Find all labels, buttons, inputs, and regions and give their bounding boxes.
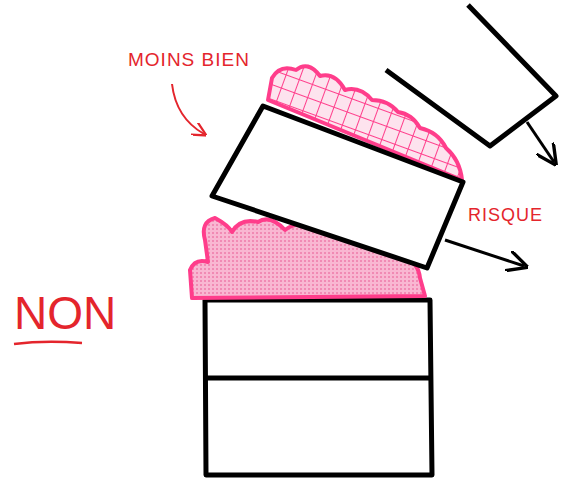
leader-arrow: [172, 84, 204, 134]
callout-label: RISQUE: [468, 206, 543, 224]
motion-arrow: [445, 240, 524, 266]
verdict-label: NON: [14, 290, 116, 336]
tilted-box: [212, 106, 463, 268]
box-divider: [206, 376, 431, 381]
bottom-box: [205, 300, 432, 475]
underline: [14, 342, 82, 344]
callout-label: MOINS BIEN: [128, 50, 250, 69]
motion-arrow: [527, 122, 554, 162]
